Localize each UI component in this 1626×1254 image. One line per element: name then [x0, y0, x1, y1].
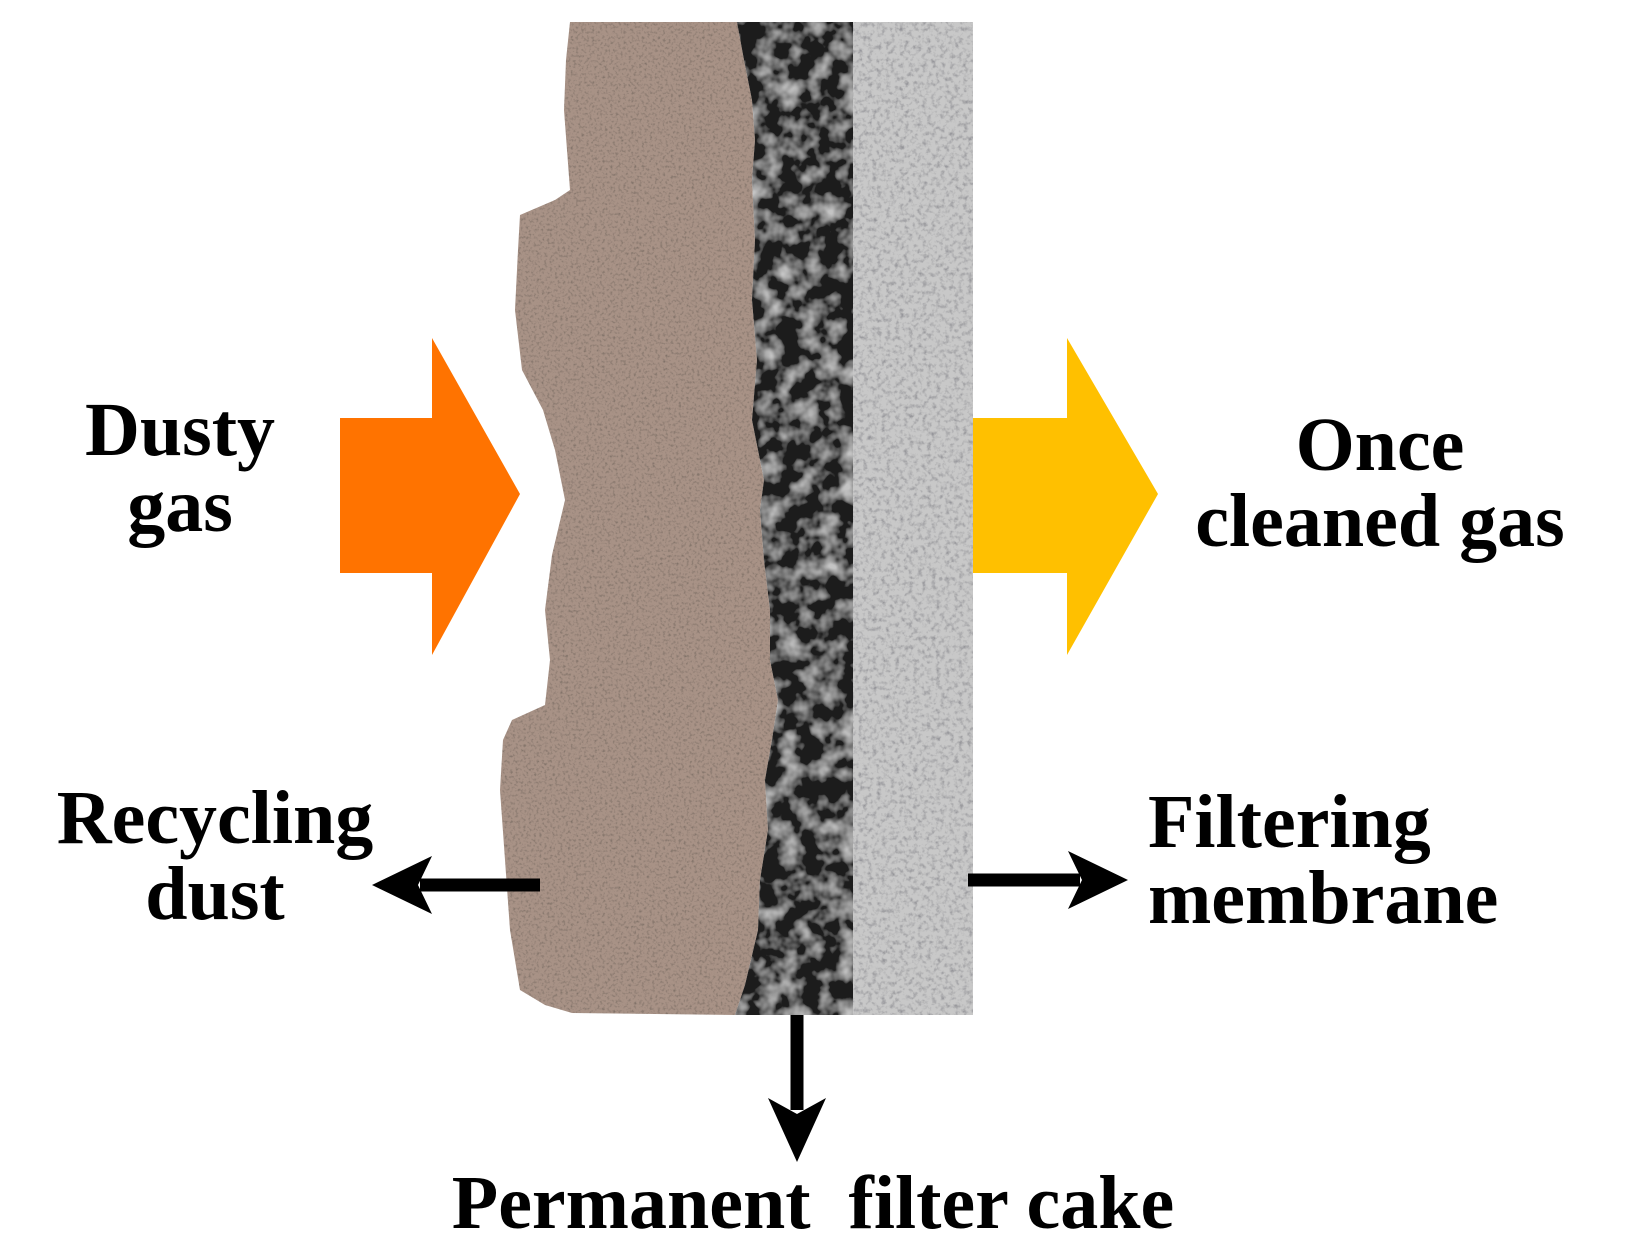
recycling-dust-layer [500, 22, 778, 1015]
filtering-membrane-label-line2: membrane [1148, 856, 1499, 940]
permanent-filter-cake-label-text: Permanent filter cake [451, 1161, 1175, 1245]
dusty-gas-label-line2: gas [127, 464, 233, 548]
permanent-filter-cake-layer [735, 22, 853, 1015]
filtering-membrane-layer [853, 22, 973, 1015]
recycling-dust-label-line2: dust [145, 852, 285, 936]
once-cleaned-gas-label-line2: cleaned gas [1195, 479, 1565, 563]
filtering-membrane-pointer [968, 851, 1128, 909]
filtering-membrane-label: Filtering membrane [1148, 784, 1498, 936]
recycling-dust-label: Recycling dust [5, 780, 425, 932]
filter-cake-pointer [768, 1015, 826, 1162]
dusty-gas-label: Dusty gas [20, 392, 340, 544]
once-cleaned-gas-label-line1: Once [1295, 403, 1465, 487]
dusty-gas-label-line1: Dusty [84, 388, 276, 472]
permanent-filter-cake-label: Permanent filter cake [0, 1165, 1626, 1241]
cleaned-gas-arrow [973, 338, 1158, 655]
filtering-membrane-label-line1: Filtering [1148, 780, 1431, 864]
dusty-gas-arrow [340, 338, 520, 655]
once-cleaned-gas-label: Once cleaned gas [1140, 407, 1620, 559]
recycling-dust-label-line1: Recycling [56, 776, 374, 860]
recycling-dust-pointer [372, 856, 540, 914]
